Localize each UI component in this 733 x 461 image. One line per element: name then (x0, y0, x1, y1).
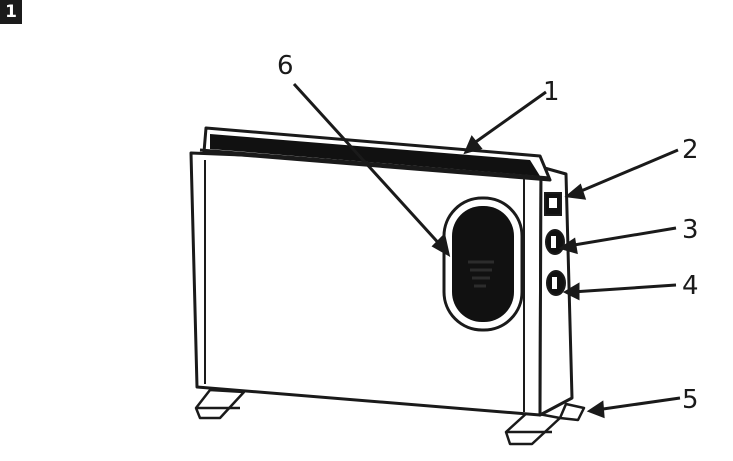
fan-outlet (442, 196, 524, 332)
callout-3-leader (567, 226, 677, 248)
callout-3-arrowhead (558, 237, 578, 255)
callout-label-3: 3 (682, 215, 699, 245)
callout-label-4: 4 (682, 271, 699, 301)
power-switch (544, 192, 562, 216)
callout-label-2: 2 (682, 135, 699, 165)
figure-number-badge: 1 (0, 0, 22, 24)
callout-2-leader (573, 148, 679, 196)
callout-1-arrowhead (463, 135, 483, 155)
callout-6-arrowhead (431, 233, 451, 257)
callout-6-leader (292, 82, 445, 250)
top-grille (199, 126, 552, 182)
callout-label-1: 1 (543, 77, 560, 107)
callout-4-leader (571, 283, 677, 294)
callout-5-arrowhead (586, 400, 605, 419)
callout-4-arrowhead (562, 282, 580, 301)
callout-label-5: 5 (682, 385, 699, 415)
callout-1-leader (469, 90, 547, 148)
left-foot (194, 388, 246, 420)
callout-5-leader (595, 396, 681, 412)
callout-2-arrowhead (564, 183, 587, 200)
heat-setting-knob (545, 229, 565, 255)
callout-label-6: 6 (277, 51, 294, 81)
right-foot (504, 402, 586, 446)
thermostat-knob (546, 270, 566, 296)
